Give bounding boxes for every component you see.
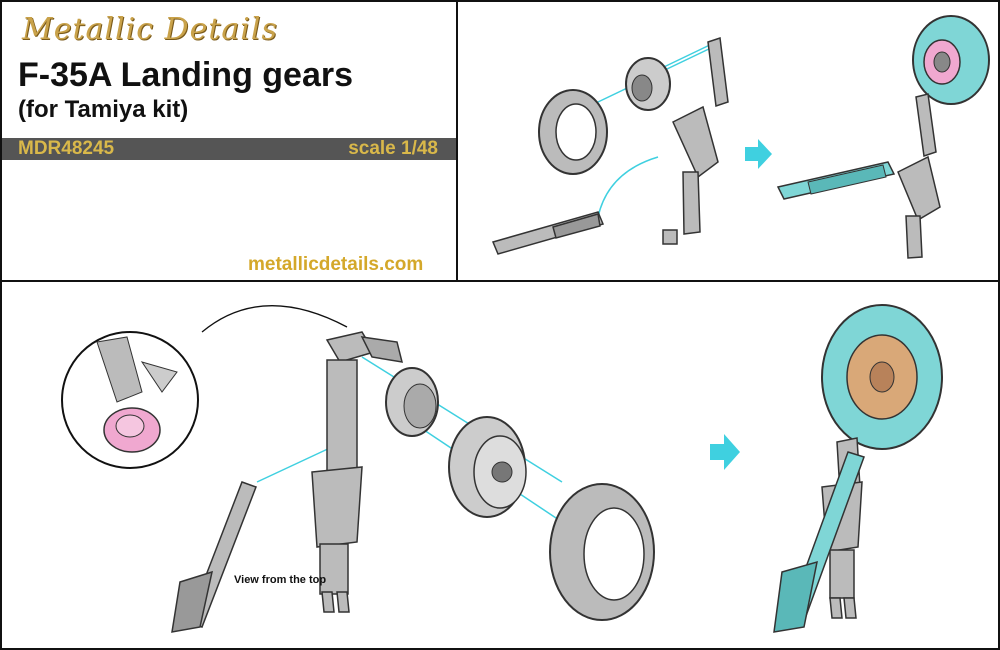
product-code: MDR48245 (18, 138, 115, 159)
top-view-inset (61, 331, 199, 469)
tire-detail (549, 483, 655, 621)
arrow-right-icon (745, 139, 772, 169)
strut-part (491, 36, 729, 255)
overview-panel (456, 0, 1000, 282)
website-link[interactable]: metallicdetails.com (248, 254, 424, 275)
scale-label: scale 1/48 (348, 138, 438, 159)
tire-part (538, 89, 608, 175)
product-subtitle: (for Tamiya kit) (18, 96, 189, 123)
detail-panel: View from the top (0, 280, 1000, 650)
brand-logo: Metallic Details (22, 12, 278, 47)
product-title: F-35A Landing gears (18, 56, 354, 94)
hub-inner (385, 367, 439, 437)
callout-arc (201, 305, 348, 333)
wheel-part (448, 416, 527, 518)
assembled-gear-small (776, 15, 990, 259)
hub-part (625, 57, 671, 111)
assembled-gear-large (773, 304, 943, 633)
detail-strut (311, 331, 404, 613)
overview-illustration (491, 15, 990, 259)
view-note: View from the top (234, 574, 327, 586)
code-bar: MDR48245 scale 1/48 (2, 138, 456, 160)
arrow-right-icon (710, 434, 740, 470)
detail-illustration (61, 304, 943, 633)
title-panel: Metallic Details F-35A Landing gears (fo… (0, 0, 458, 282)
drag-link (171, 481, 257, 633)
